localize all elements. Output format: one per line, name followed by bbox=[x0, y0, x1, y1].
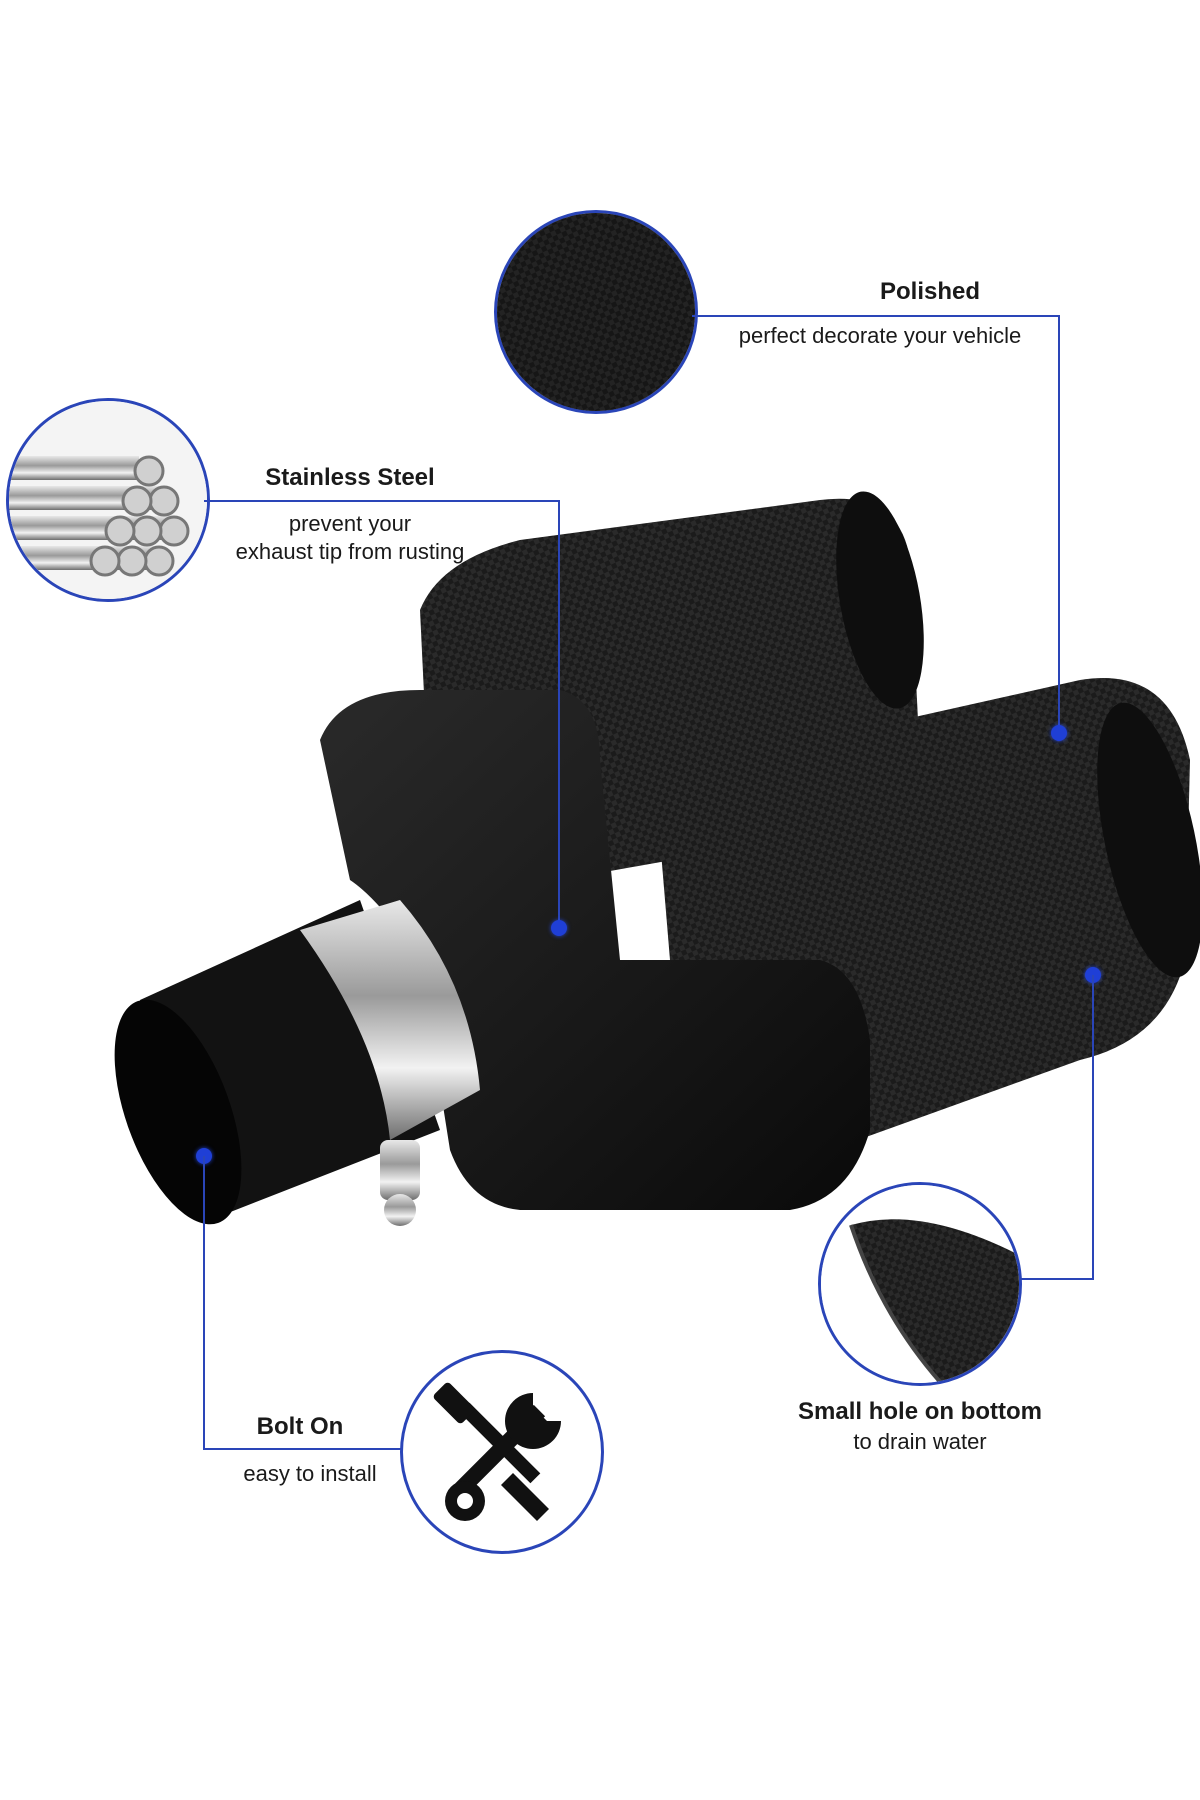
polished-title: Polished bbox=[879, 278, 981, 305]
stainless-connector bbox=[204, 500, 560, 502]
bolt-on-title: Bolt On bbox=[256, 1413, 344, 1440]
stainless-title: Stainless Steel bbox=[265, 464, 435, 491]
small-hole-desc: to drain water bbox=[853, 1429, 987, 1454]
polished-desc: perfect decorate your vehicle bbox=[738, 323, 1022, 348]
carbon-fiber-texture-icon bbox=[497, 213, 695, 411]
stainless-desc-line1: prevent your bbox=[288, 511, 412, 536]
polished-connector-vertical bbox=[1058, 315, 1060, 733]
polished-feature-circle bbox=[494, 210, 698, 414]
stainless-connector-vertical bbox=[558, 500, 560, 928]
small-hole-title: Small hole on bottom bbox=[798, 1398, 1042, 1425]
small-hole-feature-circle bbox=[818, 1182, 1022, 1386]
bolt-on-connector bbox=[203, 1448, 403, 1450]
bolt-on-feature-circle bbox=[400, 1350, 604, 1554]
stainless-pointer-dot bbox=[551, 920, 567, 936]
carbon-tip-bottom-icon bbox=[821, 1185, 1019, 1383]
small-hole-connector bbox=[1016, 1278, 1094, 1280]
steel-pipes-icon bbox=[9, 401, 207, 599]
stainless-desc-line2: exhaust tip from rusting bbox=[235, 539, 465, 564]
polished-pointer-dot bbox=[1051, 725, 1067, 741]
polished-connector bbox=[692, 315, 1060, 317]
bolt-on-connector-vertical bbox=[203, 1156, 205, 1450]
screwdriver-wrench-icon bbox=[433, 1382, 561, 1521]
bolt-on-desc: easy to install bbox=[243, 1461, 377, 1486]
stainless-feature-circle bbox=[6, 398, 210, 602]
small-hole-connector-vertical bbox=[1092, 975, 1094, 1280]
